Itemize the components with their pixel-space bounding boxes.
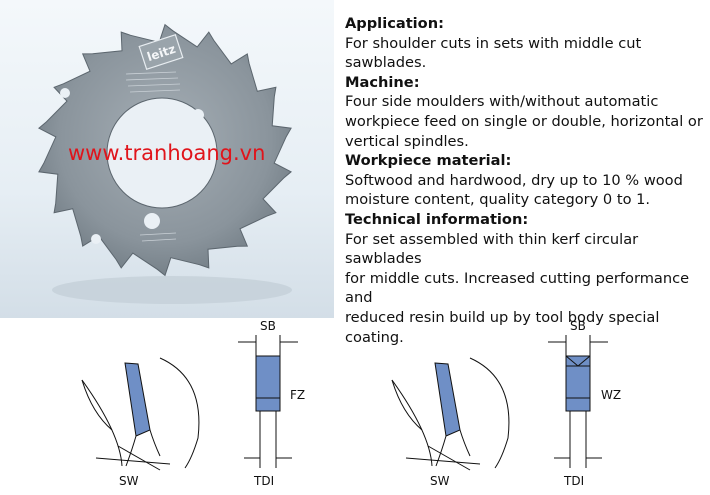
spec-text: Application: For shoulder cuts in sets wi… [345,14,707,347]
left-front-view [238,335,298,468]
spec-line: Four side moulders with/without automati… [345,93,659,111]
tdi-label-left: TDI [254,474,275,488]
right-side-view [391,357,510,471]
tdi-label-right: TDI [564,474,585,488]
tooth-diagrams: SW SB FZ TDI SW SB WZ TDI [0,318,710,495]
spec-heading: Workpiece material: [345,152,512,170]
spec-line: For set assembled with thin kerf circula… [345,230,639,268]
spec-heading: Application: [345,15,444,32]
fz-label: FZ [290,388,306,402]
sw-label-left: SW [119,474,139,488]
spec-heading: Machine: [345,73,420,91]
website-watermark: www.tranhoang.vn [68,141,266,165]
bore-hole [106,97,218,209]
spec-line: for middle cuts. Increased cutting perfo… [345,269,690,307]
spec-line: reduced resin build up by tool body spec… [345,308,660,346]
spec-line: vertical spindles. [345,132,469,150]
right-front-view [548,335,608,468]
left-side-view [81,357,200,471]
sb-label-left: SB [260,319,276,333]
brand-logo: leitz [138,33,184,71]
wz-label: WZ [601,388,622,402]
spec-line: moisture content, quality category 0 to … [345,191,651,209]
product-photo: leitz www.tranhoang.vn [0,0,334,318]
sw-label-right: SW [430,474,450,488]
saw-blade-image: leitz [38,23,292,304]
spec-line: Softwood and hardwood, dry up to 10 % wo… [345,171,683,189]
spec-heading: Technical information: [345,210,529,228]
pin-hole [192,109,204,121]
engraving [125,71,181,242]
pin-hole [91,234,101,244]
diagram-drawing [81,335,608,471]
pin-hole [60,88,70,98]
pin-hole [144,213,160,229]
spec-line: workpiece feed on single or double, hori… [345,112,703,130]
spec-line: For shoulder cuts in sets with middle cu… [345,34,642,72]
sb-label-right: SB [570,319,586,333]
